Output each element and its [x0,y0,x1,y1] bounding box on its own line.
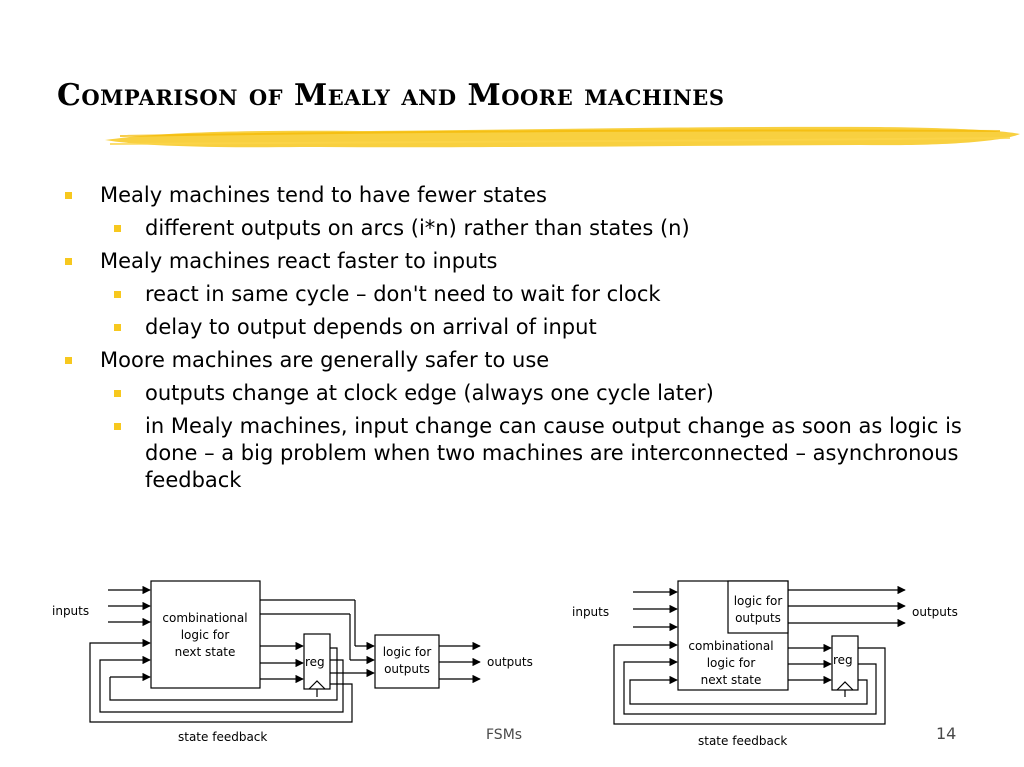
bullet-text: Mealy machines tend to have fewer states [100,183,547,207]
mealy-inputs-label: inputs [52,604,89,618]
bullet-item: Mealy machines react faster to inputs [62,248,962,275]
bullet-marker-icon [65,357,72,364]
sub-bullet-text: delay to output depends on arrival of in… [145,315,597,339]
bullet-text: Moore machines are generally safer to us… [100,348,550,372]
bullet-text: Mealy machines react faster to inputs [100,249,498,273]
sub-bullet-text: different outputs on arcs (i*n) rather t… [145,216,690,240]
mealy-outputs-label: outputs [487,655,533,669]
sub-bullet-item: in Mealy machines, input change can caus… [62,413,965,494]
slide-title: Comparison of Mealy and Moore machines [57,78,725,113]
moore-comb-logic-label: combinational [688,639,773,653]
moore-labels: inputs logic for outputs outputs combina… [572,594,958,748]
sub-bullet-item: delay to output depends on arrival of in… [62,314,962,341]
sub-bullet-item: react in same cycle – don't need to wait… [62,281,962,308]
moore-comb-logic-label: next state [701,673,762,687]
sub-bullet-text: in Mealy machines, input change can caus… [145,414,962,492]
moore-output-logic-label: outputs [735,611,781,625]
sub-bullet-text: outputs change at clock edge (always one… [145,381,714,405]
sub-bullet-item: different outputs on arcs (i*n) rather t… [62,215,962,242]
bullet-item: Mealy machines tend to have fewer states [62,182,962,209]
mealy-feedback-label: state feedback [178,730,267,744]
mealy-output-logic-label: logic for [383,645,432,659]
moore-inputs-label: inputs [572,605,609,619]
moore-output-logic-label: logic for [734,594,783,608]
slide-number: 14 [936,724,957,743]
bullet-marker-icon [114,390,121,397]
bullet-marker-icon [114,324,121,331]
moore-reg-label: reg [833,653,853,667]
bullet-marker-icon [114,291,121,298]
mealy-comb-logic-label: logic for [181,628,230,642]
moore-outputs-label: outputs [912,605,958,619]
moore-diagram [613,580,906,725]
footer-text: FSMs [486,727,523,743]
bullet-list: Mealy machines tend to have fewer states… [62,182,962,494]
bullet-marker-icon [65,258,72,265]
bullet-item: Moore machines are generally safer to us… [62,347,962,374]
bullet-marker-icon [114,225,121,232]
bullet-marker-icon [114,423,121,430]
mealy-reg-label: reg [305,655,325,669]
moore-feedback-label: state feedback [698,734,787,748]
mealy-diagram [89,580,481,723]
moore-comb-logic-label: logic for [707,656,756,670]
sub-bullet-text: react in same cycle – don't need to wait… [145,282,661,306]
bullet-marker-icon [65,192,72,199]
mealy-comb-logic-label: combinational [162,611,247,625]
title-highlight-stroke [105,126,1020,148]
mealy-comb-logic-label: next state [175,645,236,659]
sub-bullet-item: outputs change at clock edge (always one… [62,380,962,407]
mealy-output-logic-label: outputs [384,662,430,676]
mealy-labels: inputs combinational logic for next stat… [52,604,533,744]
